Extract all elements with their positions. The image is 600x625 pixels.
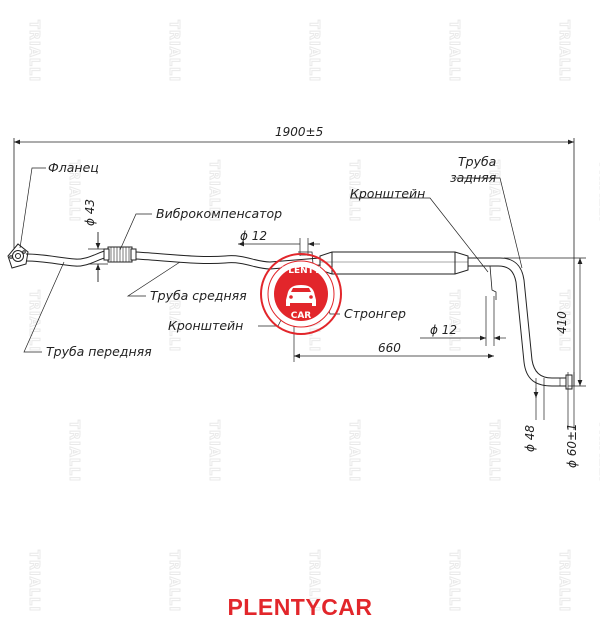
watermark-text: TRIALLI [446, 550, 461, 612]
h410-dimension [504, 257, 586, 387]
d12-left-dimension [238, 238, 320, 256]
watermark-text: TRIALLI [486, 420, 501, 482]
rear-pipe [468, 257, 568, 379]
footer-brand: PLENTYCAR [227, 594, 373, 620]
d43-label: ϕ 43 [83, 199, 97, 226]
label-flange: Фланец [48, 160, 99, 175]
d43-dimension [88, 232, 108, 282]
watermark-text: TRIALLI [26, 290, 41, 352]
stamp-top-text: PLENTY [282, 266, 321, 276]
h410-label: 410 [555, 311, 569, 334]
watermark-text: TRIALLI [166, 290, 181, 352]
label-pipe-rear-1: Труба [458, 154, 496, 169]
watermark-text: TRIALLI [446, 20, 461, 82]
d48-dimension [533, 378, 545, 420]
front-pipe [25, 249, 109, 260]
d48-label: ϕ 48 [523, 425, 537, 452]
flange [7, 243, 29, 269]
rear-bracket [484, 265, 497, 300]
outlet-tip [559, 374, 573, 390]
d12-right-label: ϕ 12 [430, 323, 457, 337]
label-pipe-rear-2: задняя [450, 170, 497, 185]
d60-label: ϕ 60±1 [565, 423, 579, 468]
leader-lines [19, 167, 523, 353]
watermark-text: TRIALLI [596, 160, 600, 222]
label-vibro: Виброкомпенсатор [156, 206, 282, 221]
plentycar-stamp: PLENTY CAR [260, 253, 342, 335]
label-bracket-upper: Кронштейн [350, 186, 425, 201]
watermark-text: TRIALLI [306, 20, 321, 82]
watermark-text: TRIALLI [446, 290, 461, 352]
total-length-label: 1900±5 [275, 125, 323, 139]
watermark-text: TRIALLI [556, 550, 571, 612]
d12-left-label: ϕ 12 [240, 229, 267, 243]
d12-right-dimension [420, 296, 506, 346]
watermark-layer: TRIALLI TRIALLI TRIALLI TRIALLI TRIALLI TRIAL… [26, 20, 600, 613]
watermark-text: TRIALLI [596, 420, 600, 482]
watermark-text: TRIALLI [66, 160, 81, 222]
label-pipe-middle: Труба средняя [150, 288, 247, 303]
len660-label: 660 [378, 341, 401, 355]
label-stronger: Стронгер [344, 306, 406, 321]
label-bracket-lower: Кронштейн [168, 318, 243, 333]
watermark-text: TRIALLI [556, 20, 571, 82]
watermark-text: TRIALLI [166, 550, 181, 612]
watermark-text: TRIALLI [66, 420, 81, 482]
watermark-text: TRIALLI [486, 160, 501, 222]
silencer [319, 251, 469, 275]
middle-pipe [135, 251, 321, 263]
watermark-text: TRIALLI [306, 550, 321, 612]
watermark-text: TRIALLI [346, 160, 361, 222]
watermark-text: TRIALLI [556, 290, 571, 352]
watermark-text: TRIALLI [206, 160, 221, 222]
watermark-text: TRIALLI [26, 20, 41, 82]
watermark-text: TRIALLI [346, 420, 361, 482]
label-pipe-front: Труба передняя [46, 344, 152, 359]
watermark-text: TRIALLI [166, 20, 181, 82]
stamp-bottom-text: CAR [291, 311, 312, 321]
d60-dimension [567, 372, 575, 430]
total-length-dimension [13, 138, 575, 386]
car-icon [286, 285, 316, 306]
watermark-text: TRIALLI [26, 550, 41, 612]
watermark-text: TRIALLI [206, 420, 221, 482]
